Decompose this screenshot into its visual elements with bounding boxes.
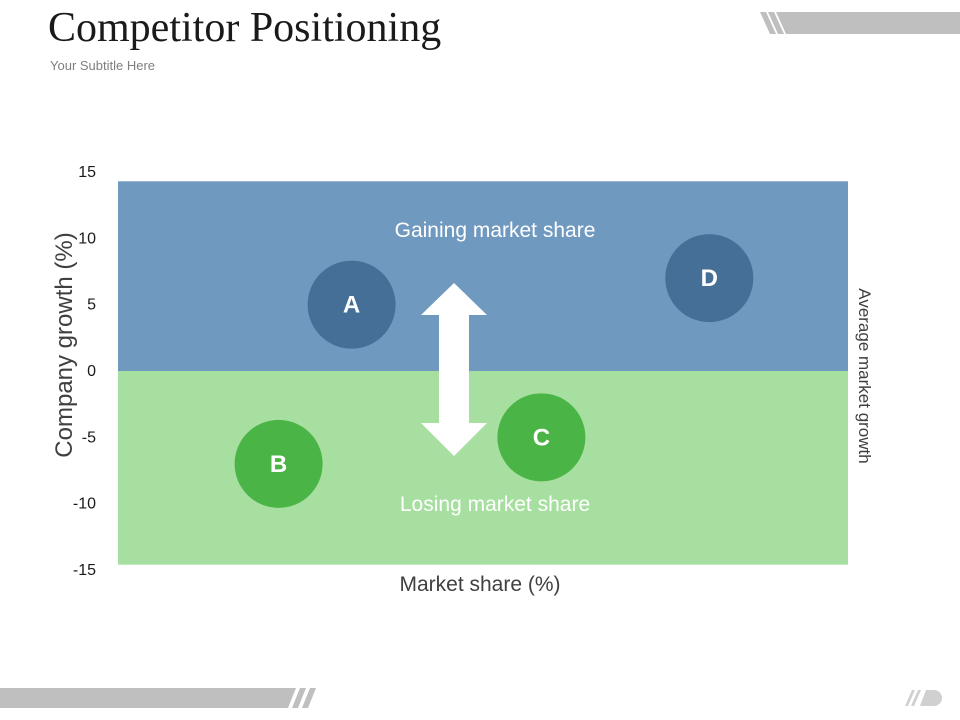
bubbles: A B C D (234, 234, 754, 508)
footer-bar (0, 688, 296, 708)
y-tick-label: 15 (78, 164, 96, 181)
bubble-d (665, 234, 754, 323)
x-axis-title: Market share (%) (399, 573, 560, 596)
bubble-label-d: D (701, 265, 718, 292)
double-arrow-icon (421, 283, 487, 456)
header-stripe-2 (768, 12, 784, 34)
losing-zone (118, 371, 848, 565)
y-axis-ticks: 15 10 5 0 -5 -10 -15 (73, 164, 96, 579)
page-subtitle: Your Subtitle Here (50, 58, 156, 73)
y-tick-label: 0 (87, 363, 96, 380)
footer-stripe-2 (302, 688, 316, 708)
losing-zone-label: Losing market share (400, 493, 590, 516)
page-title: Competitor Positioning (48, 5, 442, 51)
y-tick-label: 10 (78, 230, 96, 247)
y-axis-title: Company growth (%) (51, 232, 78, 457)
bubble-label-a: A (343, 292, 360, 319)
gaining-zone-label: Gaining market share (395, 219, 596, 242)
bubble-label-b: B (270, 451, 287, 478)
right-axis-title: Average market growth (855, 288, 874, 463)
header-bar (776, 12, 960, 34)
y-tick-label: -10 (73, 496, 96, 513)
bubble-a (307, 260, 396, 349)
bubble-b (234, 419, 323, 508)
header-stripe-1 (760, 12, 776, 34)
y-tick-label: 5 (87, 297, 96, 314)
footer-stripe-1 (292, 688, 306, 708)
footer-slash-1 (905, 690, 915, 706)
y-tick-label: -15 (73, 562, 96, 579)
footer-tab-icon (920, 690, 942, 706)
footer-slash-2 (911, 690, 921, 706)
y-tick-label: -5 (82, 429, 96, 446)
bubble-c (497, 393, 586, 482)
bubble-label-c: C (533, 424, 550, 451)
